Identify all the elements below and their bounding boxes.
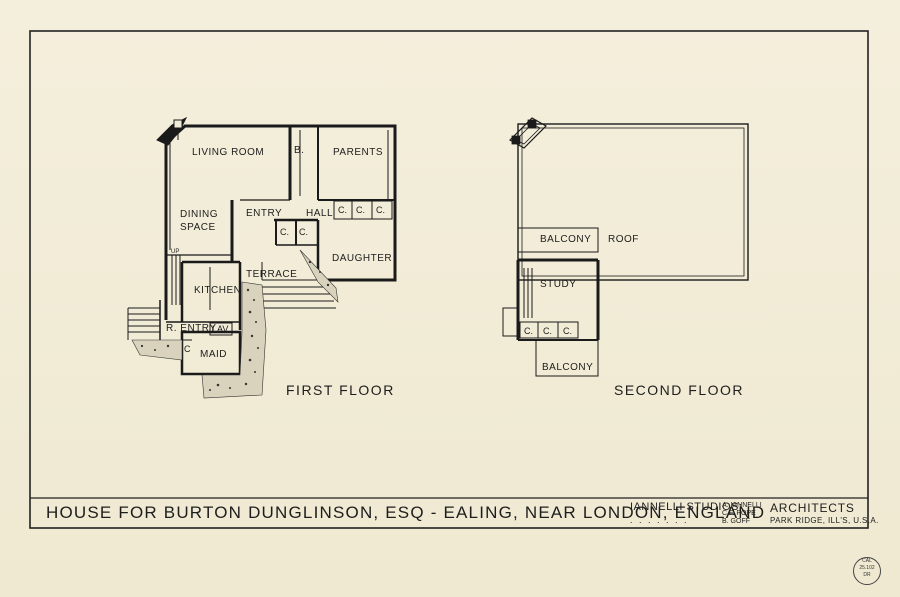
- second-floor-plan: [502, 117, 749, 377]
- room-label-bath: B.: [294, 145, 304, 156]
- room-label-maid: MAID: [200, 349, 227, 360]
- archive-stamp: CAL 25.102 DR: [853, 557, 881, 585]
- room-label-roof: ROOF: [608, 234, 639, 245]
- room-label-terrace: TERRACE: [246, 269, 297, 280]
- room-label-study: STUDY: [540, 279, 576, 290]
- studio-dots: . . . . . . .: [630, 515, 689, 525]
- room-label-lav: LAV.: [212, 324, 230, 334]
- closet-label-5: C.: [299, 227, 308, 237]
- stone-hatching: [131, 249, 339, 399]
- studio-name: IANNELLI STUDIOS:: [630, 501, 743, 513]
- room-label-hall: HALL: [306, 208, 333, 219]
- drawing-title: HOUSE FOR BURTON DUNGLINSON, ESQ - EALIN…: [46, 503, 766, 522]
- first-floor-label: FIRST FLOOR: [286, 382, 395, 398]
- room-label-living-room: LIVING ROOM: [192, 147, 264, 158]
- room-label-balcony-top: BALCONY: [540, 234, 591, 245]
- closet-label-2: C.: [356, 205, 365, 215]
- architect-name: B. GOFF: [722, 518, 750, 525]
- closet-label-1: C.: [338, 205, 347, 215]
- room-label-entry: ENTRY: [246, 208, 282, 219]
- room-label-dining: DINING: [180, 209, 218, 220]
- closet-label-6: C: [184, 344, 191, 354]
- room-label-kitchen: KITCHEN: [194, 285, 241, 296]
- stone-specks: [140, 260, 330, 391]
- stamp-line: CAL: [862, 558, 872, 564]
- architect-names: A. IANNELLI C.F. POPE B. GOFF: [722, 502, 762, 526]
- study-closet-label-1: C.: [524, 326, 533, 336]
- study-closet-label-2: C.: [543, 326, 552, 336]
- second-floor-label: SECOND FLOOR: [614, 382, 744, 398]
- architect-name: A. IANNELLI: [722, 502, 762, 509]
- architects-role: ARCHITECTS: [770, 501, 855, 515]
- outer-border: [29, 30, 869, 529]
- room-label-daughter: DAUGHTER: [332, 253, 392, 264]
- stair-up-label: UP: [171, 249, 179, 255]
- stamp-line: 25.102: [859, 565, 875, 571]
- room-label-rear-entry: R. ENTRY: [166, 323, 217, 334]
- room-label-balcony-bottom: BALCONY: [542, 362, 593, 373]
- stamp-line: DR: [863, 572, 871, 578]
- room-label-space: SPACE: [180, 222, 216, 233]
- closet-label-4: C.: [280, 227, 289, 237]
- study-closet-label-3: C.: [563, 326, 572, 336]
- architect-name: C.F. POPE: [722, 510, 756, 517]
- room-label-parents: PARENTS: [333, 147, 383, 158]
- studio-location: PARK RIDGE, ILL'S, U.S.A.: [770, 516, 879, 525]
- closet-label-3: C.: [376, 205, 385, 215]
